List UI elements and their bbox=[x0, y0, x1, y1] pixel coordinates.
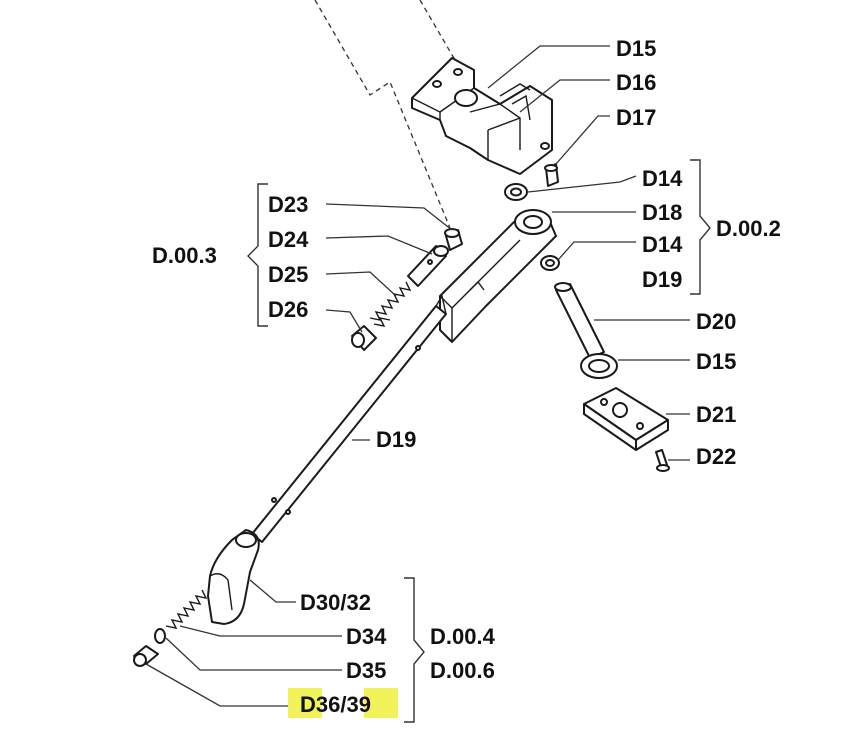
rod-d19 bbox=[251, 294, 447, 543]
spring-d25 bbox=[369, 281, 412, 327]
ring-d15 bbox=[580, 353, 618, 379]
label-d15-mid: D15 bbox=[696, 349, 736, 374]
label-d30-32: D30/32 bbox=[300, 590, 371, 615]
brace-d002 bbox=[690, 159, 711, 295]
brace-d004-006 bbox=[404, 577, 425, 723]
group-label-d006: D.00.6 bbox=[430, 658, 495, 683]
arm-d18 bbox=[439, 209, 557, 343]
screw-d22 bbox=[655, 449, 670, 472]
label-d16: D16 bbox=[616, 70, 656, 95]
group-label-d002: D.00.2 bbox=[716, 216, 781, 241]
dashed-connector-top bbox=[419, 0, 456, 61]
bolt-d36-39 bbox=[133, 645, 159, 667]
sleeve-d24 bbox=[407, 245, 449, 287]
label-d19-rod: D19 bbox=[376, 427, 416, 452]
label-d14-a: D14 bbox=[642, 166, 683, 191]
label-d17: D17 bbox=[616, 105, 656, 130]
highlight-39 bbox=[364, 688, 398, 718]
label-d21: D21 bbox=[696, 402, 736, 427]
label-d36-39-suffix: 39 bbox=[346, 692, 370, 717]
handle-d30-32 bbox=[207, 529, 260, 625]
label-d18: D18 bbox=[642, 200, 682, 225]
label-d15-top: D15 bbox=[616, 36, 656, 61]
group-label-d003: D.00.3 bbox=[152, 243, 217, 268]
label-d36-39-mid: 36/ bbox=[316, 692, 347, 717]
highlight-d bbox=[288, 688, 322, 718]
label-d36-39: D36/39 bbox=[300, 692, 371, 717]
washer-d35 bbox=[154, 628, 166, 644]
washer-d14b bbox=[540, 255, 560, 271]
washer-d14a bbox=[504, 183, 528, 201]
cap-d23 bbox=[444, 228, 463, 251]
label-d25: D25 bbox=[268, 262, 308, 287]
label-d36-39-prefix: D bbox=[300, 692, 316, 717]
brace-d003 bbox=[247, 183, 268, 327]
leader-lines bbox=[145, 45, 690, 707]
group-label-d004: D.00.4 bbox=[430, 624, 496, 649]
label-d14-b: D14 bbox=[642, 232, 683, 257]
dashed-connector bbox=[314, 0, 451, 229]
label-d22: D22 bbox=[696, 444, 736, 469]
bracket-part bbox=[411, 57, 553, 175]
label-d26: D26 bbox=[268, 297, 308, 322]
label-d20: D20 bbox=[696, 309, 736, 334]
spring-d34 bbox=[165, 589, 208, 629]
label-d35: D35 bbox=[346, 658, 386, 683]
label-d34: D34 bbox=[346, 624, 387, 649]
screw-d17 bbox=[544, 163, 559, 187]
label-d23: D23 bbox=[268, 192, 308, 217]
label-d19-right: D19 bbox=[642, 267, 682, 292]
plug-d26 bbox=[351, 325, 377, 351]
pin-d20 bbox=[554, 282, 605, 359]
label-d24: D24 bbox=[268, 227, 309, 252]
plate-d21 bbox=[583, 387, 669, 451]
